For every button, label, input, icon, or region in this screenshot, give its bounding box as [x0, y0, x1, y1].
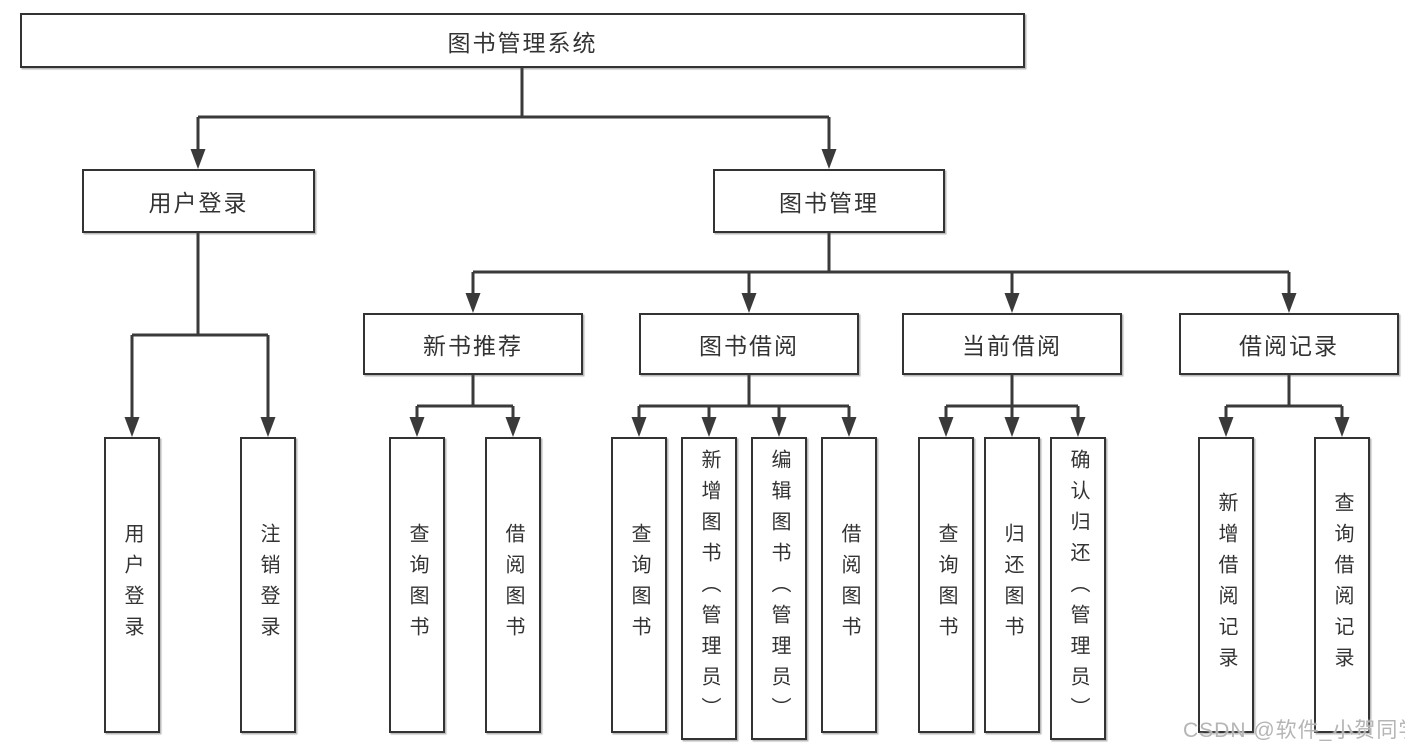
node-library-management-system: 图书管理系统: [20, 13, 1025, 68]
leaf-label: 确认归还（管理员）: [1067, 449, 1089, 728]
node-borrow-records: 借阅记录: [1179, 313, 1399, 375]
leaf-label: 查询图书: [935, 523, 957, 647]
leaf-return-book: 归还图书: [984, 437, 1040, 733]
leaf-label: 借阅图书: [502, 523, 524, 647]
node-label: 图书管理系统: [447, 29, 598, 56]
leaf-user-login: 用户登录: [104, 437, 160, 733]
csdn-watermark: CSDN @软件_小贺同学: [1183, 719, 1405, 742]
leaf-label: 借阅图书: [838, 523, 860, 647]
leaf-edit-book-admin: 编辑图书（管理员）: [751, 437, 807, 740]
leaf-label: 新增借阅记录: [1215, 492, 1237, 678]
leaf-add-borrow-record: 新增借阅记录: [1198, 437, 1254, 733]
node-book-borrow: 图书借阅: [639, 313, 859, 375]
leaf-label: 编辑图书（管理员）: [768, 449, 790, 728]
node-label: 借阅记录: [1239, 333, 1339, 359]
leaf-label: 注销登录: [257, 523, 279, 647]
node-label: 图书借阅: [699, 333, 799, 359]
leaf-label: 查询借阅记录: [1331, 492, 1353, 678]
node-label: 图书管理: [779, 190, 879, 216]
node-book-management: 图书管理: [713, 169, 945, 233]
leaf-label: 用户登录: [121, 523, 143, 647]
node-label: 新书推荐: [423, 333, 523, 359]
leaf-query-book-current: 查询图书: [918, 437, 974, 733]
leaf-query-book-recommend: 查询图书: [389, 437, 445, 733]
leaf-confirm-return-admin: 确认归还（管理员）: [1050, 437, 1106, 740]
leaf-label: 归还图书: [1001, 523, 1023, 647]
leaf-label: 查询图书: [406, 523, 428, 647]
leaf-borrow-book-recommend: 借阅图书: [485, 437, 541, 733]
leaf-logout: 注销登录: [240, 437, 296, 733]
node-label: 当前借阅: [962, 333, 1062, 359]
arrowheads: [124, 149, 1350, 437]
leaf-add-book-admin: 新增图书（管理员）: [681, 437, 737, 740]
leaf-query-borrow-record: 查询借阅记录: [1314, 437, 1370, 733]
node-current-borrow: 当前借阅: [902, 313, 1122, 375]
leaf-label: 新增图书（管理员）: [698, 449, 720, 728]
node-label: 用户登录: [148, 190, 249, 216]
node-new-book-recommend: 新书推荐: [363, 313, 583, 375]
node-user-login: 用户登录: [82, 169, 315, 233]
leaf-borrow-book: 借阅图书: [821, 437, 877, 733]
leaf-query-book-borrow: 查询图书: [611, 437, 667, 733]
leaf-label: 查询图书: [628, 523, 650, 647]
